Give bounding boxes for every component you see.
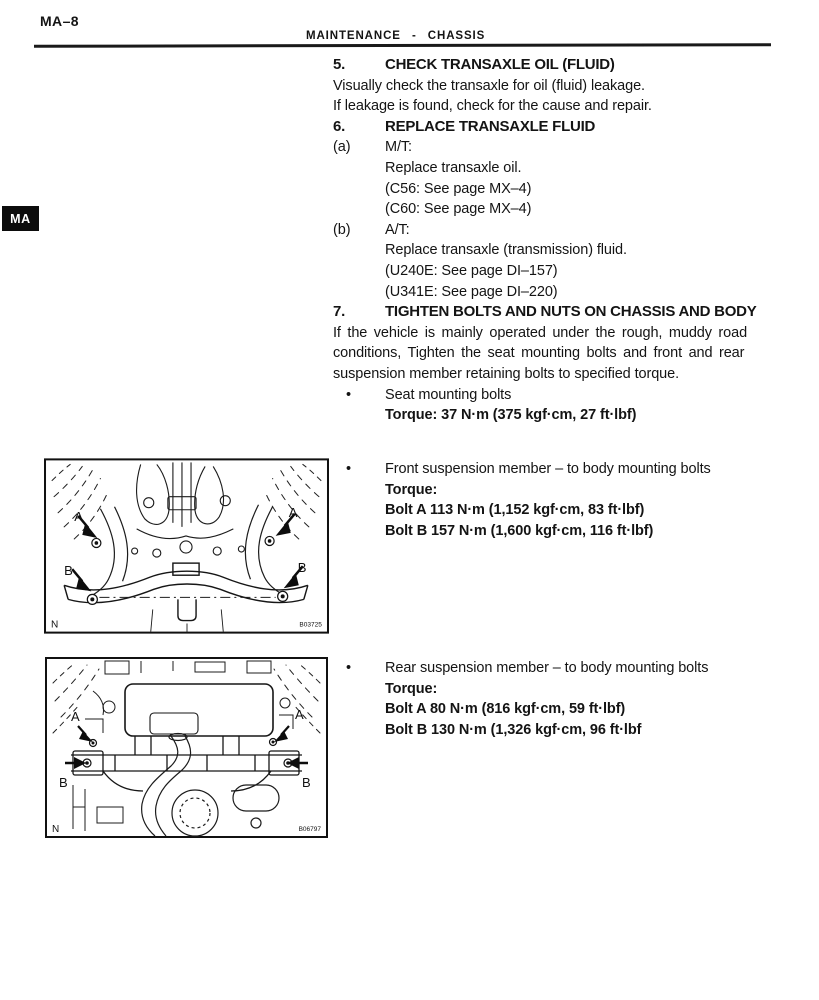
- bolt-arrow-icons: [65, 725, 308, 769]
- body-text: If the vehicle is mainly operated under …: [333, 324, 748, 341]
- figure-border: [44, 458, 329, 634]
- figure-border: [45, 657, 328, 838]
- torque-value-bolt-a: Bolt A 113 N·m (1,152 kgf·cm, 83 ft·lbf): [385, 502, 645, 519]
- bolt-a-label-right: A: [295, 707, 304, 722]
- exhaust-pipe-outline: [141, 732, 280, 837]
- section-7-heading: 7. TIGHTEN BOLTS AND NUTS ON CHASSIS AND…: [333, 302, 803, 323]
- section-6-heading: 6. REPLACE TRANSAXLE FLUID: [333, 117, 803, 138]
- section-number: 6.: [333, 117, 346, 135]
- body-text: Replace transaxle oil.: [385, 159, 522, 176]
- section-5-heading: 5. CHECK TRANSAXLE OIL (FLUID): [333, 55, 803, 76]
- front-suspension-specs: • Front suspension member – to body moun…: [333, 459, 803, 541]
- section-tab-label: MA: [10, 211, 31, 226]
- sub-item-label: (a): [333, 139, 351, 156]
- bolt-arrow-icons: [71, 512, 304, 592]
- bullet: •: [346, 660, 351, 676]
- body-text: If leakage is found, check for the cause…: [333, 98, 652, 115]
- page-reference: (C56: See page MX–4): [385, 180, 532, 197]
- crossmember-outline: [63, 562, 309, 622]
- suspension-arms: [88, 504, 285, 598]
- torque-heading: Torque:: [385, 481, 438, 498]
- page-reference: (U341E: See page DI–220): [385, 283, 558, 300]
- bolt-b-label-left: B: [59, 775, 68, 790]
- bullet: •: [346, 386, 351, 403]
- figure-corner-mark: N: [51, 620, 58, 631]
- sub-item-head: A/T:: [385, 221, 410, 238]
- page-reference: (C60: See page MX–4): [385, 201, 532, 218]
- sub-item-b: (b) A/T:: [333, 220, 803, 241]
- front-suspension-bullet: • Front suspension member – to body moun…: [333, 459, 803, 480]
- section-number: 5.: [333, 56, 346, 73]
- bolt-b-label-left: B: [64, 563, 73, 578]
- content-column: 5. CHECK TRANSAXLE OIL (FLUID) Visually …: [333, 55, 803, 426]
- section-title: TIGHTEN BOLTS AND NUTS ON CHASSIS AND BO…: [385, 303, 757, 321]
- reference-lines: [99, 596, 276, 633]
- body-hatching-left-icon: [52, 662, 100, 734]
- bullet: •: [346, 461, 351, 477]
- section-title: REPLACE TRANSAXLE FLUID: [385, 117, 596, 135]
- torque-value-bolt-b: Bolt B 157 N·m (1,600 kgf·cm, 116 ft·lbf…: [385, 522, 654, 539]
- page-number: MA–8: [40, 13, 79, 29]
- figure-corner-mark: N: [52, 824, 59, 835]
- header-title: MAINTENANCE - CHASSIS: [306, 30, 486, 42]
- figure-code: B06797: [299, 826, 322, 833]
- engine-outline: [131, 462, 245, 558]
- body-text: Visually check the transaxle for oil (fl…: [333, 77, 645, 94]
- sub-item-label: (b): [333, 221, 351, 238]
- spec-label: Seat mounting bolts: [385, 386, 512, 403]
- underbody-details: [72, 660, 294, 831]
- section-title: CHECK TRANSAXLE OIL (FLUID): [385, 56, 615, 73]
- axle-beam-outline: [71, 736, 302, 792]
- sub-item-a: (a) M/T:: [333, 137, 803, 158]
- bolt-b-label-right: B: [302, 775, 311, 790]
- rear-suspension-figure: A A B B N B06797: [44, 657, 329, 838]
- seat-bolts-bullet: • Seat mounting bolts: [333, 385, 803, 406]
- torque-value-bolt-a: Bolt A 80 N·m (816 kgf·cm, 59 ft·lbf): [385, 701, 626, 718]
- spec-label: Rear suspension member – to body mountin…: [385, 660, 709, 676]
- sub-item-head: M/T:: [385, 139, 412, 156]
- torque-value: Torque: 37 N·m (375 kgf·cm, 27 ft·lbf): [385, 407, 637, 424]
- figure-code: B03725: [299, 622, 322, 629]
- bolt-a-label-left: A: [71, 709, 80, 724]
- rear-suspension-bullet: • Rear suspension member – to body mount…: [333, 658, 803, 679]
- section-number: 7.: [333, 303, 346, 321]
- front-suspension-drawing: A A B B N B03725: [44, 458, 329, 634]
- bolt-b-label-right: B: [298, 560, 307, 575]
- body-hatching-right-icon: [273, 662, 321, 734]
- fender-hatching-right-icon: [264, 463, 322, 540]
- header-rule: [33, 43, 772, 48]
- torque-value-bolt-b: Bolt B 130 N·m (1,326 kgf·cm, 96 ft·lbf: [385, 721, 642, 738]
- mounting-bolts: [86, 535, 289, 606]
- section-tab-ma: MA: [2, 206, 39, 231]
- rear-suspension-specs: • Rear suspension member – to body mount…: [333, 658, 803, 740]
- mounting-bolts: [82, 737, 293, 768]
- body-text: suspension member retaining bolts to spe…: [333, 365, 680, 382]
- bolt-a-label-right: A: [289, 505, 298, 520]
- page-reference: (U240E: See page DI–157): [385, 262, 558, 279]
- bolt-a-label-left: A: [74, 509, 83, 524]
- rear-suspension-drawing: A A B B N B06797: [45, 657, 328, 838]
- front-suspension-figure: A A B B N B03725: [44, 458, 329, 634]
- body-text: Replace transaxle (transmission) fluid.: [385, 242, 627, 259]
- spec-label: Front suspension member – to body mounti…: [385, 461, 711, 477]
- fender-hatching-left-icon: [51, 463, 109, 540]
- torque-heading: Torque:: [385, 680, 438, 697]
- body-text: conditions, Tighten the seat mounting bo…: [333, 345, 745, 362]
